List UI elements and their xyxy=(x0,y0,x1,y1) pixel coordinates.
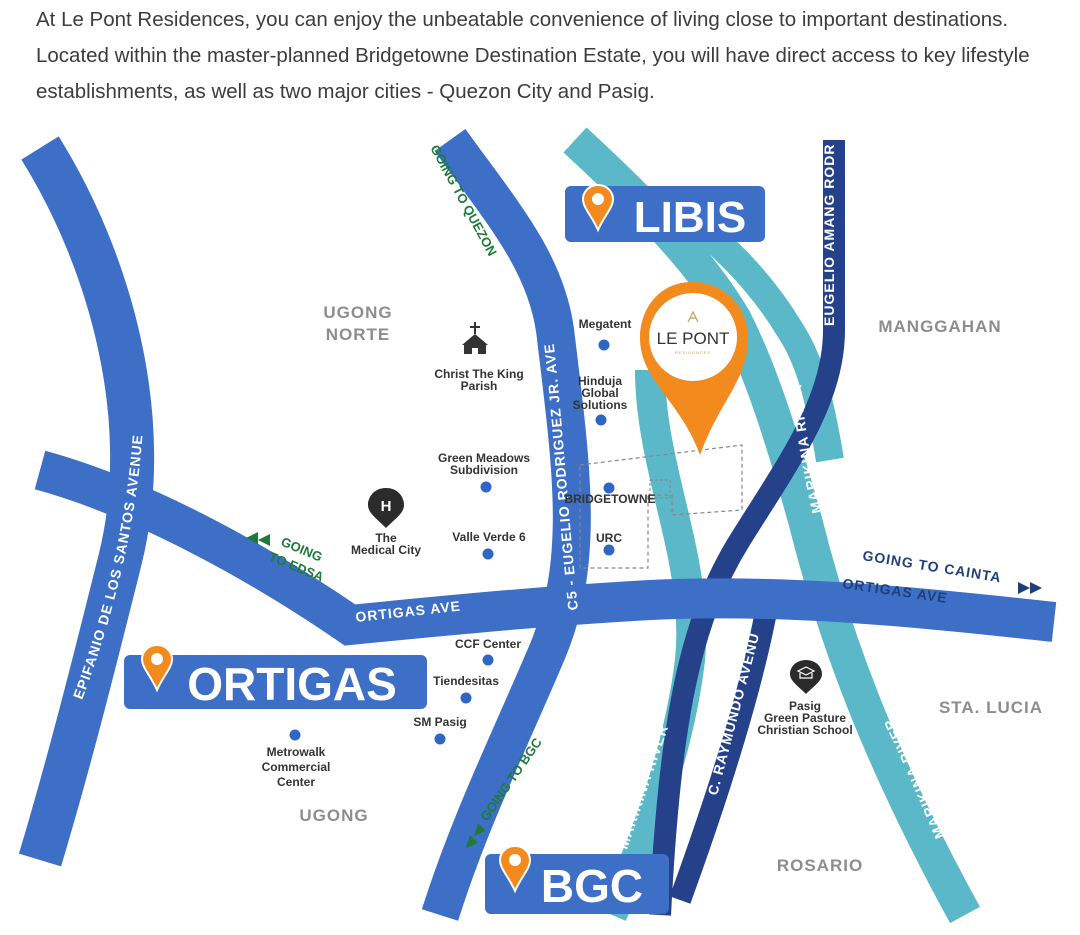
ortigas-hub: ORTIGAS xyxy=(124,655,427,710)
metrowalk-label-1: Metrowalk xyxy=(267,745,326,759)
tiendesitas-label: Tiendesitas xyxy=(433,674,499,688)
pgp-label-3: Christian School xyxy=(757,723,852,737)
eugelio-amang-road xyxy=(649,140,845,916)
medical-city-label-2: Medical City xyxy=(351,543,421,557)
bridgetowne-dot xyxy=(603,482,615,494)
ccf-center-dot xyxy=(482,654,494,666)
ugong-norte-label-1: UGONG xyxy=(323,303,392,322)
hospital-icon: H xyxy=(368,488,404,528)
metrowalk-label-3: Center xyxy=(277,775,315,789)
estate-building xyxy=(649,479,671,499)
sm-pasig-dot xyxy=(434,733,446,745)
svg-text:ORTIGAS: ORTIGAS xyxy=(187,658,397,710)
bridgetowne-label: BRIDGETOWNE xyxy=(564,492,655,506)
hinduja-dot xyxy=(595,414,607,426)
bgc-pin-icon xyxy=(498,844,532,894)
le-pont-label: LE PONT xyxy=(657,329,730,348)
ugong-norte-label-2: NORTE xyxy=(326,325,391,344)
green-meadows-label-1: Green Meadows xyxy=(438,451,530,465)
green-meadows-label-2: Subdivision xyxy=(450,463,518,477)
metrowalk-dot xyxy=(289,729,301,741)
libis-hub: LIBIS xyxy=(565,186,765,242)
bgc-hub: BGC xyxy=(485,854,669,914)
hinduja-label-3: Solutions xyxy=(573,398,628,412)
medical-city-label-1: The xyxy=(375,531,397,545)
hospital-letter: H xyxy=(381,498,392,515)
edsa-arrow-icon xyxy=(246,532,270,546)
hinduja-label-2: Global xyxy=(581,386,618,400)
ugong-label: UGONG xyxy=(299,806,368,825)
ortigas-avenue xyxy=(34,450,1057,646)
svg-text:LIBIS: LIBIS xyxy=(634,193,746,242)
libis-pin-icon xyxy=(581,183,615,233)
christ-the-king-label-1: Christ The King xyxy=(434,367,523,381)
ccf-center-label: CCF Center xyxy=(455,637,521,651)
hinduja-label-1: Hinduja xyxy=(578,374,622,388)
pgp-label-1: Pasig xyxy=(789,699,821,713)
manggahan-label: MANGGAHAN xyxy=(878,317,1001,336)
intro-paragraph: At Le Pont Residences, you can enjoy the… xyxy=(36,8,1030,103)
urc-label: URC xyxy=(596,531,622,545)
metrowalk-label-2: Commercial xyxy=(262,760,331,774)
svg-text:BGC: BGC xyxy=(541,860,643,912)
raymundo-avenue xyxy=(669,588,781,904)
sta-lucia-label: STA. LUCIA xyxy=(939,698,1043,717)
pgp-label-2: Green Pasture xyxy=(764,711,846,725)
le-pont-sublabel: RESIDENCES xyxy=(675,350,711,355)
green-meadows-dot xyxy=(480,481,492,493)
bridgetowne-estate-outline xyxy=(579,444,743,569)
bgc-arrow-icon xyxy=(466,823,486,848)
urc-dot xyxy=(603,544,615,556)
sm-pasig-label: SM Pasig xyxy=(413,715,466,729)
le-pont-logo-icon xyxy=(687,310,699,323)
church-icon xyxy=(462,322,488,354)
ortigas-pin-icon xyxy=(140,643,174,693)
valle-verde-dot xyxy=(482,548,494,560)
c5-road xyxy=(421,128,591,921)
edsa-road xyxy=(18,136,155,867)
le-pont-marker-icon: LE PONT RESIDENCES xyxy=(640,282,748,455)
megatent-dot xyxy=(598,339,610,351)
valle-verde-label: Valle Verde 6 xyxy=(452,530,526,544)
cainta-arrow-icon xyxy=(1018,582,1042,594)
tiendesitas-dot xyxy=(460,692,472,704)
school-icon xyxy=(790,660,822,694)
rosario-label: ROSARIO xyxy=(777,856,863,875)
megatent-label: Megatent xyxy=(579,317,632,331)
christ-the-king-label-2: Parish xyxy=(461,379,498,393)
